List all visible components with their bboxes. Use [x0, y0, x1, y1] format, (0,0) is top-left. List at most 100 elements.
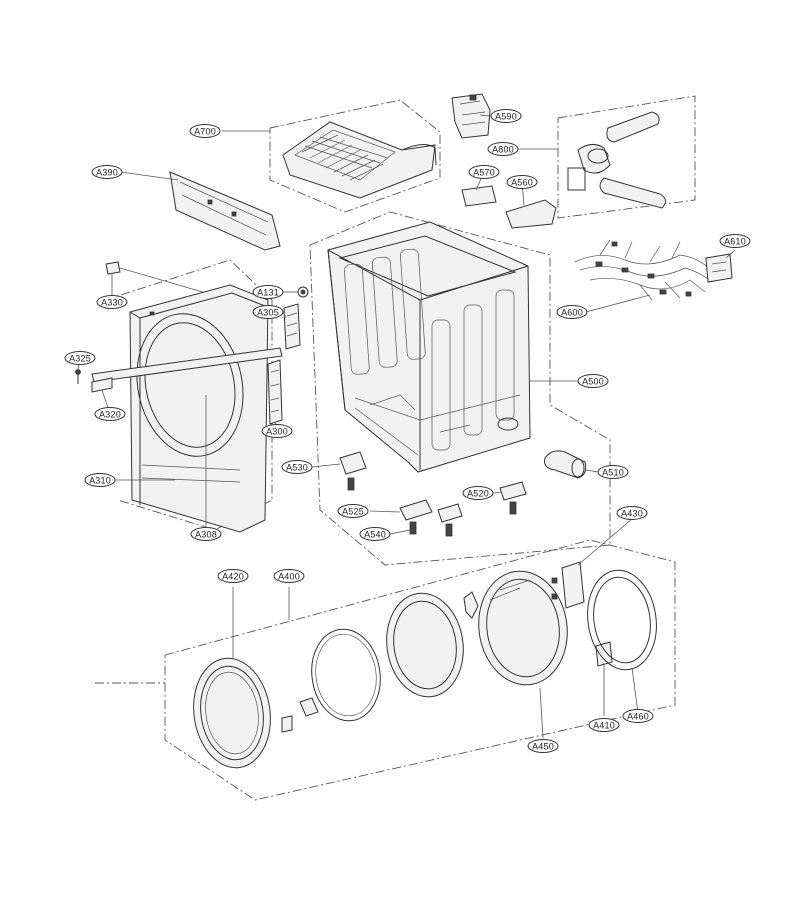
callout-bubble — [252, 285, 284, 299]
callout-bubble — [94, 407, 126, 421]
callout-label: A570 — [473, 168, 495, 178]
callout-bubble — [588, 718, 620, 732]
callout-a308[interactable]: A308 — [190, 527, 222, 541]
callout-bubble — [556, 305, 588, 319]
callout-bubble — [64, 351, 96, 365]
callout-label: A308 — [195, 530, 217, 540]
callout-label: A510 — [602, 468, 624, 478]
callout-bubble — [527, 739, 559, 753]
callout-bubble — [91, 165, 123, 179]
hinge-bracket-parts — [267, 303, 301, 425]
callout-bubble — [84, 473, 116, 487]
callout-label: A400 — [278, 572, 300, 582]
callout-bubble — [719, 234, 751, 248]
callout-a560[interactable]: A560 — [506, 175, 538, 189]
callout-a510[interactable]: A510 — [597, 465, 629, 479]
wire-harness-part — [574, 239, 713, 301]
callout-bubble — [506, 175, 538, 189]
screw-part — [75, 369, 81, 384]
duct-part — [505, 199, 557, 229]
callout-a520[interactable]: A520 — [462, 486, 494, 500]
callout-label: A500 — [582, 377, 604, 387]
callout-bubble — [337, 504, 369, 518]
callout-bubble — [622, 709, 654, 723]
callout-a460[interactable]: A460 — [622, 709, 654, 723]
callout-label: A600 — [561, 308, 583, 318]
callout-label: A800 — [492, 145, 514, 155]
callout-a610[interactable]: A610 — [719, 234, 751, 248]
callout-a430[interactable]: A430 — [616, 506, 648, 520]
callout-label: A590 — [495, 112, 517, 122]
door-assembly-parts — [193, 561, 657, 769]
callout-a570[interactable]: A570 — [468, 165, 500, 179]
callout-a131[interactable]: A131 — [252, 285, 284, 299]
callout-bubble — [190, 527, 222, 541]
callout-a390[interactable]: A390 — [91, 165, 123, 179]
callout-a800[interactable]: A800 — [487, 142, 519, 156]
callout-label: A131 — [257, 288, 279, 298]
callout-bubble — [487, 142, 519, 156]
callout-label: A525 — [342, 507, 364, 517]
callout-bubble — [252, 305, 284, 319]
callout-bubble — [490, 109, 522, 123]
power-connector-part — [705, 253, 733, 283]
callout-label: A520 — [467, 489, 489, 499]
callout-bubble — [597, 465, 629, 479]
callout-a420[interactable]: A420 — [217, 569, 249, 583]
callout-bubble — [616, 506, 648, 520]
callout-label: A420 — [222, 572, 244, 582]
callout-bubble — [273, 569, 305, 583]
callout-label: A450 — [532, 742, 554, 752]
callout-label: A310 — [89, 476, 111, 486]
callout-bubble — [217, 569, 249, 583]
callout-a305[interactable]: A305 — [252, 305, 284, 319]
callout-a525[interactable]: A525 — [337, 504, 369, 518]
callout-a410[interactable]: A410 — [588, 718, 620, 732]
control-bracket-part — [169, 171, 281, 251]
callout-a330[interactable]: A330 — [96, 295, 128, 309]
group-boundaries — [95, 95, 696, 801]
callout-label: A320 — [99, 410, 121, 420]
callout-label: A430 — [621, 509, 643, 519]
bushing-part — [297, 286, 309, 298]
callout-bubble — [359, 527, 391, 541]
callout-label: A700 — [194, 127, 216, 137]
front-panel-part — [129, 284, 269, 533]
callout-bubble — [468, 165, 500, 179]
callout-label: A390 — [96, 168, 118, 178]
callout-a300[interactable]: A300 — [261, 424, 293, 438]
callout-bubble — [281, 460, 313, 474]
callout-a600[interactable]: A600 — [556, 305, 588, 319]
leveling-feet-parts — [339, 451, 527, 537]
callout-a540[interactable]: A540 — [359, 527, 391, 541]
callout-label: A300 — [266, 427, 288, 437]
callout-a500[interactable]: A500 — [577, 374, 609, 388]
callout-label: A530 — [286, 463, 308, 473]
callout-label: A410 — [593, 721, 615, 731]
callout-a325[interactable]: A325 — [64, 351, 96, 365]
callout-label: A610 — [724, 237, 746, 247]
callout-a450[interactable]: A450 — [527, 739, 559, 753]
cabinet-part — [327, 221, 531, 473]
exhaust-duct-part — [544, 450, 587, 479]
callout-a700[interactable]: A700 — [189, 124, 221, 138]
top-cover-part — [282, 121, 437, 199]
callout-label: A540 — [364, 530, 386, 540]
front-rail-part — [91, 347, 283, 393]
callout-a530[interactable]: A530 — [281, 460, 313, 474]
callout-bubble — [462, 486, 494, 500]
callout-bubble — [261, 424, 293, 438]
callout-bubble — [577, 374, 609, 388]
callout-label: A560 — [511, 178, 533, 188]
filter-module-part — [451, 93, 491, 139]
callout-a590[interactable]: A590 — [490, 109, 522, 123]
small-bracket-part — [461, 185, 497, 207]
callout-bubble — [189, 124, 221, 138]
callout-a320[interactable]: A320 — [94, 407, 126, 421]
callout-a310[interactable]: A310 — [84, 473, 116, 487]
callout-bubble — [96, 295, 128, 309]
leader-lines — [77, 114, 736, 739]
callout-a400[interactable]: A400 — [273, 569, 305, 583]
